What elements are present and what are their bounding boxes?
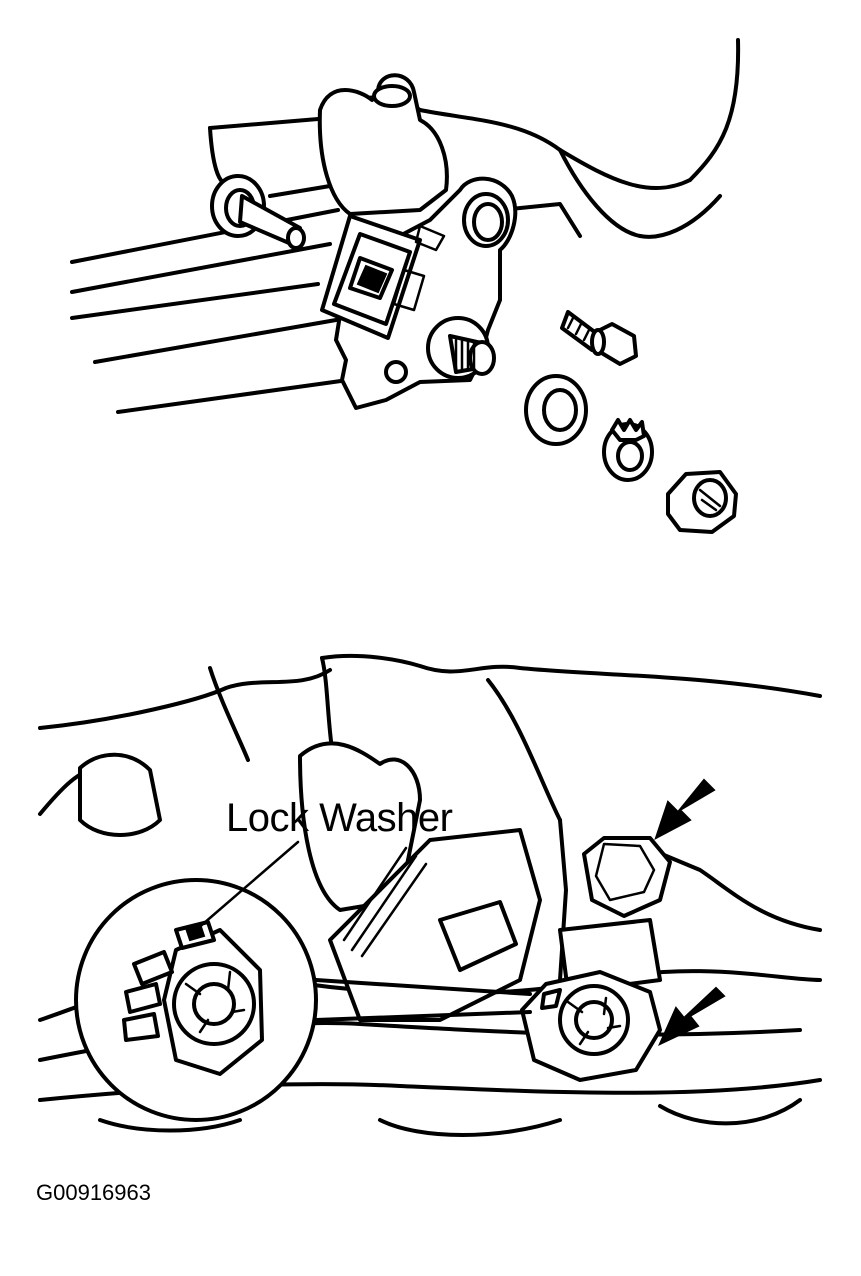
callout-leader-line [194,840,300,932]
bolt [558,836,672,994]
nut-with-lock-washer [520,970,662,1082]
transmission-housing [70,38,741,414]
valve-body [317,73,449,216]
plain-washer [524,374,588,446]
manual-valve-shaft [210,174,306,250]
valve-body [78,741,422,912]
hex-nut [666,470,738,534]
installed-view-panel [0,600,861,1160]
arrow-upper-icon [654,778,716,841]
bolt [560,310,638,366]
exploded-view-panel [0,0,861,600]
exploded-view-drawing [70,38,741,534]
lock-washer [602,418,654,482]
lock-washer-callout: Lock Washer [226,796,453,840]
installed-view-drawing [38,653,822,1137]
figure-id: G00916963 [36,1180,151,1205]
arrow-lower-icon [657,986,726,1047]
neutral-start-switch [320,176,518,410]
detail-magnifier [74,878,532,1122]
neutral-start-switch [328,828,542,1022]
